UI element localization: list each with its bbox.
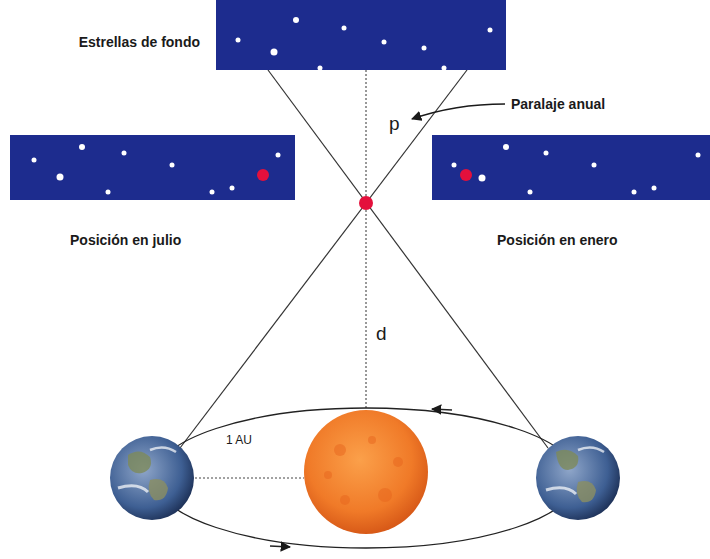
orbit bbox=[154, 408, 578, 548]
earth bbox=[110, 436, 194, 520]
earth bbox=[536, 436, 620, 520]
background-stars bbox=[10, 135, 295, 200]
target-star bbox=[359, 196, 373, 210]
parallax-symbol: p bbox=[389, 113, 400, 135]
distance-label: 1 AU bbox=[226, 433, 252, 447]
sight-line bbox=[268, 70, 548, 448]
orbit-arrow bbox=[432, 409, 452, 410]
sun bbox=[304, 410, 428, 534]
distance-symbol: d bbox=[376, 323, 387, 345]
callout-label: Paralaje anual bbox=[511, 96, 605, 112]
star-field-panel: Posición en enero bbox=[432, 135, 710, 200]
panel-heading: Posición en julio bbox=[70, 232, 181, 248]
au-line bbox=[195, 478, 304, 479]
star-field-panel: Posición en julio bbox=[10, 135, 295, 200]
panel-heading: Estrellas de fondo bbox=[79, 34, 200, 50]
background-stars bbox=[432, 135, 710, 200]
sun-texture bbox=[324, 436, 403, 505]
star-field-panel: Estrellas de fondo bbox=[216, 0, 506, 70]
callout-arrow bbox=[412, 104, 505, 119]
panel-heading: Posición en enero bbox=[497, 232, 618, 248]
sight-line bbox=[180, 70, 467, 448]
background-stars bbox=[216, 0, 506, 70]
distance-line bbox=[366, 70, 367, 410]
orbit-arrow bbox=[270, 546, 290, 547]
